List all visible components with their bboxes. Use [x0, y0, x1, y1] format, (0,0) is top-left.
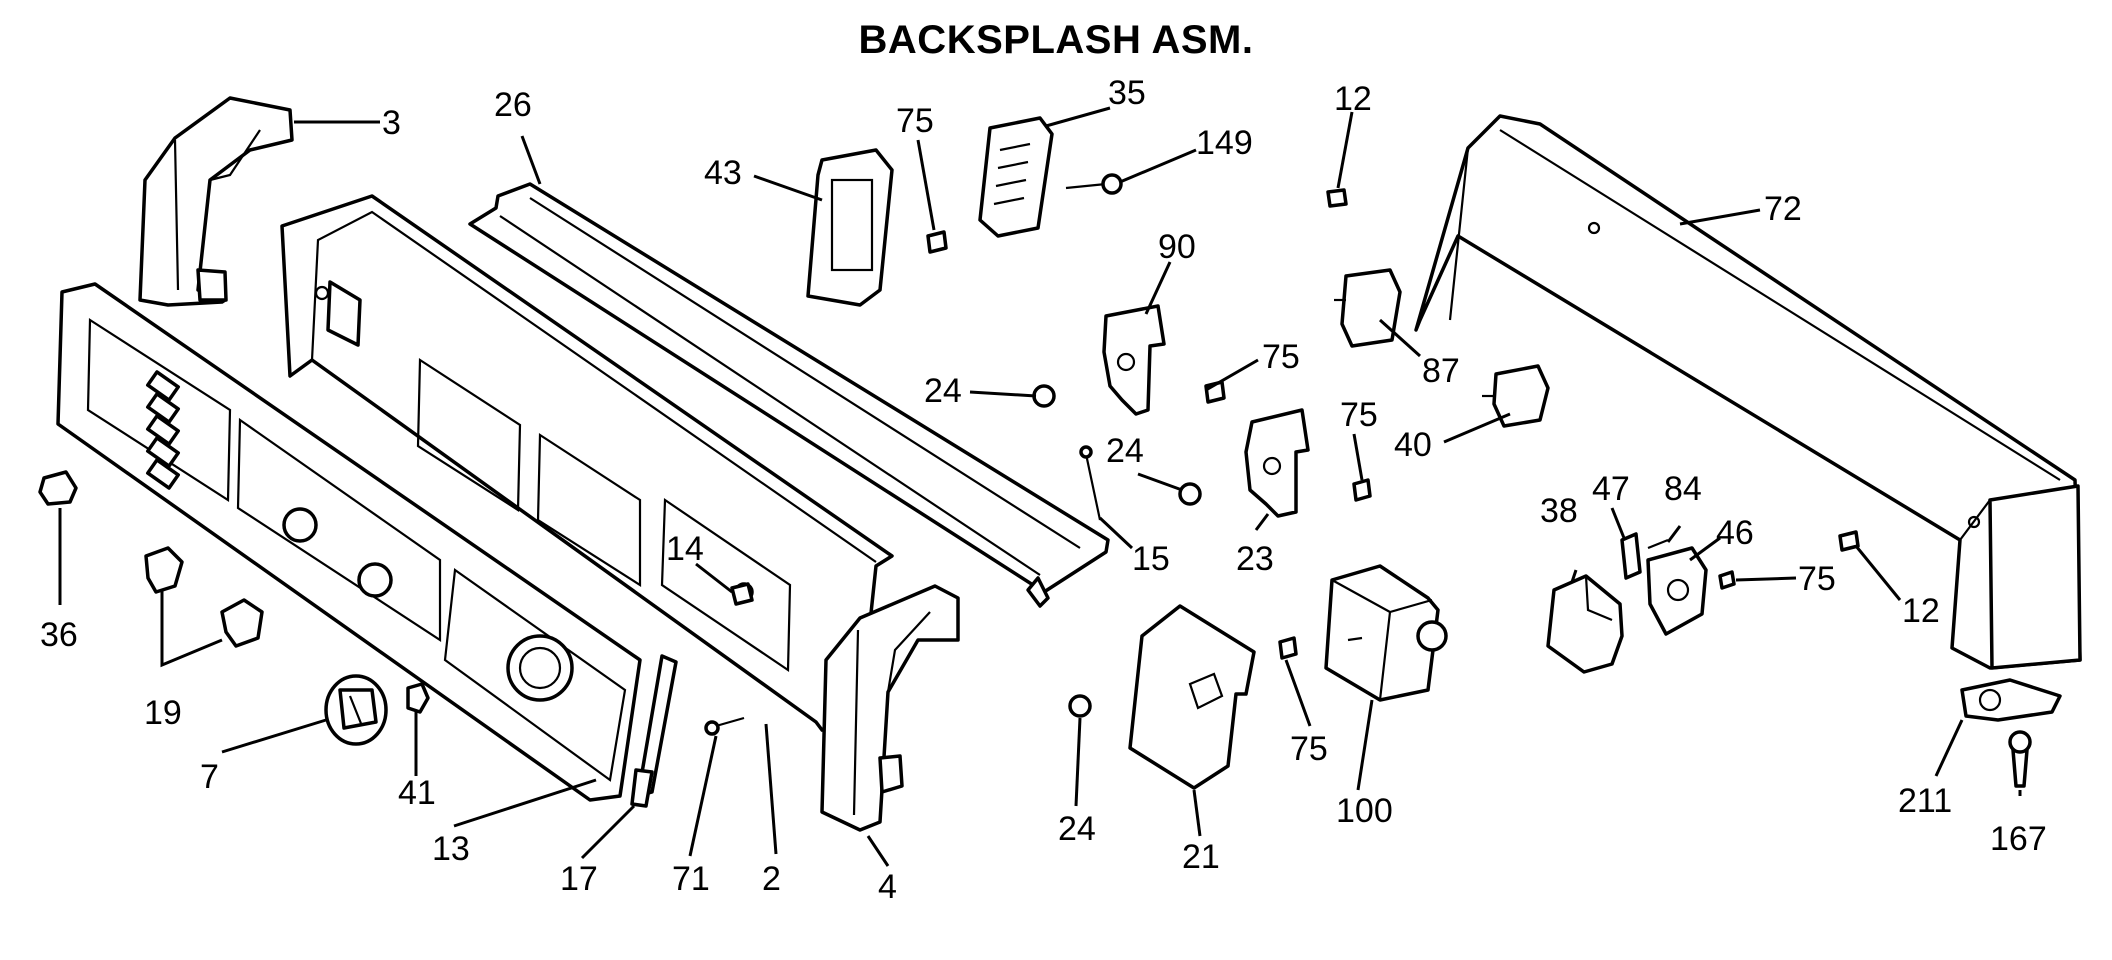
callout-38: 38: [1540, 492, 1578, 530]
callout-46: 46: [1716, 514, 1754, 552]
part-38-relay-block: [1546, 574, 1624, 674]
part-72-backsplash-shell: [1414, 114, 2082, 670]
callout-47: 47: [1592, 470, 1630, 508]
callout-72: 72: [1764, 190, 1802, 228]
part-43-bracket: [806, 148, 894, 307]
callout-2: 2: [762, 860, 781, 898]
part-40-switch: [1482, 364, 1550, 428]
callout-75: 75: [1262, 338, 1300, 376]
callout-71: 71: [672, 860, 710, 898]
part-71-screw: [704, 716, 745, 736]
callout-40: 40: [1394, 426, 1432, 464]
part-90-bracket: [1102, 304, 1166, 416]
callout-17: 17: [560, 860, 598, 898]
callout-100: 100: [1336, 792, 1393, 830]
callout-21: 21: [1182, 838, 1220, 876]
callout-7: 7: [200, 758, 219, 796]
part-100-timer-motor: [1324, 564, 1448, 702]
callout-75: 75: [1798, 560, 1836, 598]
part-167-screw: [2008, 730, 2032, 788]
callout-12: 12: [1334, 80, 1372, 118]
callout-13: 13: [432, 830, 470, 868]
part-15-pin: [1079, 445, 1102, 521]
callout-36: 36: [40, 616, 78, 654]
part-24-screw-c: [1068, 694, 1092, 718]
callout-15: 15: [1132, 540, 1170, 578]
callout-labels: 3 26 43 75 35 149 12 72 90 87 24 75 40 2…: [40, 74, 2047, 906]
callout-90: 90: [1158, 228, 1196, 266]
diagram-title: BACKSPLASH ASM.: [858, 18, 1254, 62]
callout-4: 4: [878, 868, 897, 906]
part-36-knob: [38, 470, 78, 506]
callout-12: 12: [1902, 592, 1940, 630]
callout-75: 75: [1290, 730, 1328, 768]
part-4-end-cap: [820, 584, 960, 832]
part-35-switch-block: [978, 116, 1054, 238]
callout-3: 3: [382, 104, 401, 142]
callout-75: 75: [1340, 396, 1378, 434]
callout-14: 14: [666, 530, 704, 568]
part-7-timer-knob: [324, 674, 388, 746]
part-21-board: [1128, 604, 1256, 790]
leader-lines: [58, 106, 2022, 867]
part-17-trim-strip: [630, 654, 678, 808]
callout-41: 41: [398, 774, 436, 812]
callout-19: 19: [144, 694, 182, 732]
callout-87: 87: [1422, 352, 1460, 390]
callout-149: 149: [1196, 124, 1253, 162]
part-13-console-panel: [56, 282, 642, 802]
part-12-clip-a: [1326, 188, 1348, 208]
part-211-bracket: [1960, 678, 2062, 722]
part-84-terminal: [1647, 538, 1669, 550]
part-75-screw-c: [1352, 478, 1372, 502]
part-41-insert: [406, 682, 430, 714]
callout-167: 167: [1990, 820, 2047, 858]
part-75-screw-e: [1278, 636, 1298, 660]
callout-211: 211: [1898, 782, 1952, 820]
callout-75: 75: [896, 102, 934, 140]
part-149-screw: [1065, 173, 1123, 195]
part-14-clip: [730, 582, 754, 606]
part-26-cover-strip: [468, 182, 1110, 608]
callout-24: 24: [1106, 432, 1144, 470]
part-19-buttons: [144, 546, 264, 648]
part-3-end-cap: [138, 96, 294, 307]
part-75-screw-d: [1718, 570, 1736, 590]
part-12-clip-b: [1838, 530, 1860, 552]
part-23-bracket: [1244, 408, 1310, 518]
callout-24: 24: [1058, 810, 1096, 848]
callout-24: 24: [924, 372, 962, 410]
part-75-screw-a: [926, 230, 948, 254]
part-87-switch: [1334, 268, 1402, 348]
callout-26: 26: [494, 86, 532, 124]
part-47-clip: [1620, 532, 1642, 580]
callout-43: 43: [704, 154, 742, 192]
callout-84: 84: [1664, 470, 1702, 508]
part-24-screw-a: [1032, 384, 1056, 408]
part-46-switch-plate: [1646, 546, 1708, 636]
part-24-screw-b: [1178, 482, 1202, 506]
callout-23: 23: [1236, 540, 1274, 578]
callout-35: 35: [1108, 74, 1146, 112]
